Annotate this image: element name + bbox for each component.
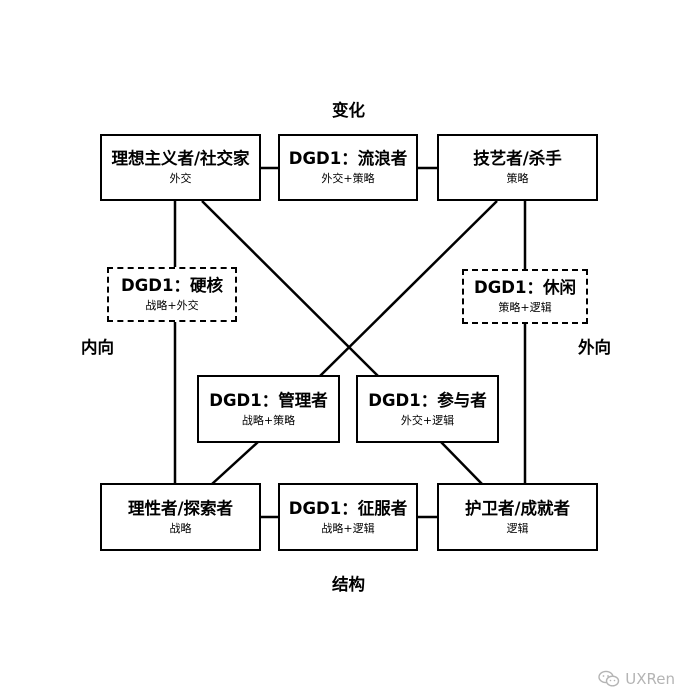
node-subtitle: 外交+逻辑 xyxy=(400,413,455,427)
node-subtitle: 战略+外交 xyxy=(145,299,199,312)
node-dgd1-casual: DGD1：休闲 策略+逻辑 xyxy=(462,269,588,324)
wechat-icon xyxy=(598,670,620,687)
diagonal-cr-to-br xyxy=(440,441,483,485)
watermark: UXRen xyxy=(598,670,675,688)
watermark-text: UXRen xyxy=(625,670,675,688)
node-dgd1-participant: DGD1：参与者 外交+逻辑 xyxy=(356,375,499,443)
node-title: 理性者/探索者 xyxy=(127,498,234,518)
node-title: DGD1：管理者 xyxy=(209,390,328,410)
node-subtitle: 外交+策略 xyxy=(321,172,375,185)
axis-label-bottom: 结构 xyxy=(332,575,365,594)
node-title: 技艺者/杀手 xyxy=(473,149,562,168)
node-subtitle: 战略+逻辑 xyxy=(321,521,375,535)
diagonal-tr-to-cl xyxy=(319,200,498,377)
node-title: 护卫者/成就者 xyxy=(464,498,571,518)
diagonal-cl-to-bl xyxy=(211,441,259,485)
node-dgd1-wanderer: DGD1：流浪者 外交+策略 xyxy=(278,134,418,201)
node-title: DGD1：参与者 xyxy=(368,390,487,410)
node-subtitle: 外交 xyxy=(169,172,192,185)
axis-label-left: 内向 xyxy=(81,338,114,357)
node-dgd1-manager: DGD1：管理者 战略+策略 xyxy=(197,375,340,443)
axis-label-top: 变化 xyxy=(332,101,365,120)
node-dgd1-hardcore: DGD1：硬核 战略+外交 xyxy=(107,267,237,322)
node-title: DGD1：休闲 xyxy=(474,278,576,297)
node-rational-explorer: 理性者/探索者 战略 xyxy=(100,483,261,551)
node-subtitle: 策略 xyxy=(506,172,529,185)
node-subtitle: 战略+策略 xyxy=(241,413,296,427)
node-idealist-socializer: 理想主义者/社交家 外交 xyxy=(100,134,261,201)
node-dgd1-conqueror: DGD1：征服者 战略+逻辑 xyxy=(278,483,418,551)
axis-label-right: 外向 xyxy=(578,338,611,357)
node-subtitle: 策略+逻辑 xyxy=(498,301,552,314)
node-title: 理想主义者/社交家 xyxy=(111,149,250,168)
node-subtitle: 战略 xyxy=(169,521,192,535)
node-artisan-killer: 技艺者/杀手 策略 xyxy=(437,134,598,201)
node-guardian-achiever: 护卫者/成就者 逻辑 xyxy=(437,483,598,551)
node-title: DGD1：硬核 xyxy=(121,276,223,295)
node-subtitle: 逻辑 xyxy=(506,521,529,535)
node-title: DGD1：流浪者 xyxy=(288,149,408,168)
node-title: DGD1：征服者 xyxy=(288,498,408,518)
